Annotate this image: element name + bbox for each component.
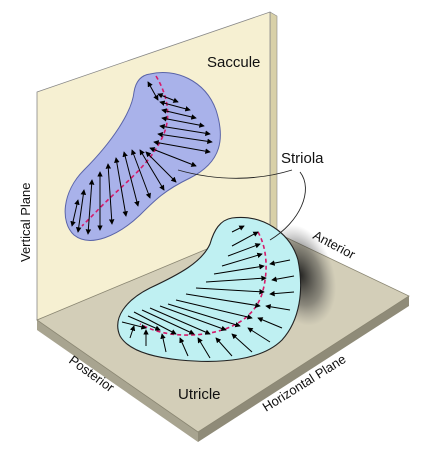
utricle-striola — [139, 231, 267, 336]
horizontal-plane-front — [37, 320, 198, 442]
horizontal-plane-side — [198, 296, 409, 442]
utricle-body — [117, 216, 302, 362]
striola-label: Striola — [281, 150, 324, 167]
utricle-arrows-outer — [129, 259, 295, 359]
saccule — [64, 72, 221, 241]
utricle — [117, 216, 302, 362]
utricle-arrows — [121, 225, 267, 335]
striola-leader-utricle — [269, 171, 306, 241]
utricle-label: Utricle — [178, 386, 221, 403]
saccule-arrows — [70, 81, 213, 235]
vertical-plane-edge — [269, 11, 278, 236]
saccule-label: Saccule — [207, 54, 260, 71]
striola-leader-saccule — [177, 169, 293, 179]
vertical-plane-label: Vertical Plane — [18, 183, 33, 263]
striola-leaders — [177, 169, 306, 241]
